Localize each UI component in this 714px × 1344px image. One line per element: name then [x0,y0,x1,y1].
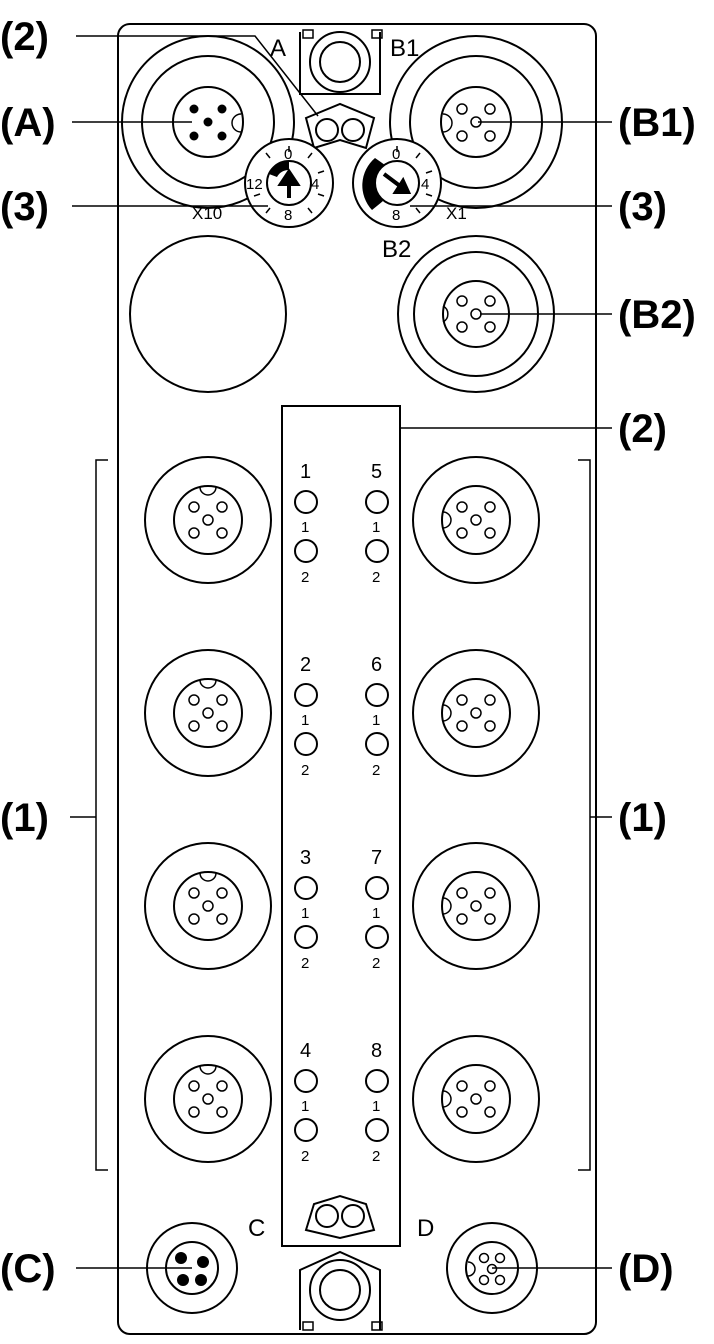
label-a: A [270,35,286,62]
led-channel-6-sub1: 1 [372,712,380,729]
io-connector-right-8 [412,1035,540,1163]
led-channel-5-number: 5 [371,461,382,483]
led-channel-1-sub2: 2 [301,569,309,586]
led-channel-3-b [294,925,318,949]
led-channel-2-sub1: 1 [301,712,309,729]
led-channel-6-a [365,683,389,707]
label-x1: X1 [446,204,467,223]
led-channel-4-number: 4 [300,1040,311,1062]
led-channel-8-sub1: 1 [372,1098,380,1115]
led-channel-7-sub2: 2 [372,955,380,972]
callout-3-right: (3) [618,185,667,229]
led-channel-8-a [365,1069,389,1093]
callout-c: (C) [0,1247,56,1291]
label-b2: B2 [382,236,411,263]
dial-x10-4: 4 [311,176,319,193]
led-channel-2-b [294,732,318,756]
led-channel-1-number: 1 [300,461,311,483]
blank-cap [129,235,287,393]
led-channel-7-sub1: 1 [372,905,380,922]
bottom-mounting-clip [299,1250,383,1331]
led-channel-5-a [365,490,389,514]
led-channel-3-sub1: 1 [301,905,309,922]
led-channel-6-number: 6 [371,654,382,676]
led-channel-7-b [365,925,389,949]
module-housing [117,23,597,1335]
led-channel-7-a [365,876,389,900]
leader-lines [70,35,612,1269]
label-x10: X10 [192,204,222,223]
dial-x10-8: 8 [284,207,292,224]
io-connector-right-7 [412,842,540,970]
callout-2-mid: (2) [618,407,667,451]
io-connector-right-5 [412,456,540,584]
led-panel [281,405,401,1247]
label-b1: B1 [390,35,419,62]
rotary-switch-x10: 0 4 8 12 [244,138,334,228]
led-channel-2-sub2: 2 [301,762,309,779]
io-connector-right-6 [412,649,540,777]
dial-x1-8: 8 [392,207,400,224]
io-connector-left-3 [144,842,272,970]
callout-2-top: (2) [0,15,49,59]
led-channel-5-sub2: 2 [372,569,380,586]
led-channel-2-a [294,683,318,707]
led-channel-5-sub1: 1 [372,519,380,536]
bracket-left [95,459,108,1171]
io-connector-left-4 [144,1035,272,1163]
rotary-switch-x1: 0 4 8 [352,138,442,228]
io-connector-left-2 [144,649,272,777]
led-channel-3-number: 3 [300,847,311,869]
callout-3-left: (3) [0,185,49,229]
led-channel-5-b [365,539,389,563]
led-channel-6-sub2: 2 [372,762,380,779]
led-channel-4-sub1: 1 [301,1098,309,1115]
io-connector-left-1 [144,456,272,584]
led-channel-3-a [294,876,318,900]
callout-1-left: (1) [0,796,49,840]
dial-x10-12: 12 [246,176,263,193]
label-d: D [417,1215,434,1242]
led-channel-1-a [294,490,318,514]
led-channel-4-sub2: 2 [301,1148,309,1165]
led-channel-6-b [365,732,389,756]
led-channel-1-b [294,539,318,563]
dial-x1-0: 0 [392,146,400,163]
led-channel-4-a [294,1069,318,1093]
callout-d: (D) [618,1247,674,1291]
led-channel-3-sub2: 2 [301,955,309,972]
dial-x1-4: 4 [421,176,429,193]
callout-b2: (B2) [618,293,696,337]
bottom-status-leds [304,1194,376,1240]
callout-b1: (B1) [618,101,696,145]
top-mounting-clip [299,29,383,95]
dial-x10-0: 0 [284,146,292,163]
led-channel-1-sub1: 1 [301,519,309,536]
led-channel-2-number: 2 [300,654,311,676]
led-channel-8-sub2: 2 [372,1148,380,1165]
label-c: C [248,1215,265,1242]
callout-1-right: (1) [618,796,667,840]
led-channel-4-b [294,1118,318,1142]
led-channel-8-b [365,1118,389,1142]
led-channel-8-number: 8 [371,1040,382,1062]
bracket-right [578,459,591,1171]
led-channel-7-number: 7 [371,847,382,869]
top-status-leds [304,102,376,150]
callout-a: (A) [0,101,56,145]
